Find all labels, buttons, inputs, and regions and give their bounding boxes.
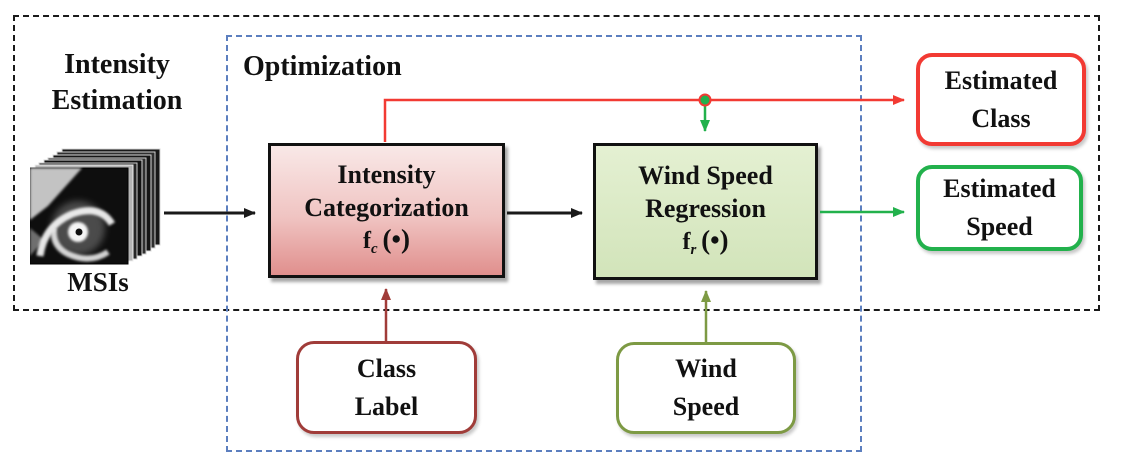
cyclone-front-face (29, 167, 129, 265)
msis-image (29, 144, 164, 268)
class-label-box: Class Label (296, 341, 477, 434)
categorization-function: fc (•) (363, 223, 410, 257)
class-label-line2: Label (354, 391, 419, 421)
estimated-speed-box: Estimated Speed (916, 165, 1083, 251)
categorization-line1: Intensity (337, 159, 436, 189)
optimization-region-border (226, 35, 862, 452)
cyclone-image-stack (29, 148, 161, 265)
intensity-estimation-label-line1: Intensity (64, 49, 170, 80)
intensity-estimation-label: Intensity Estimation (13, 47, 221, 119)
estimated-speed-line1: Estimated (943, 174, 1056, 203)
intensity-estimation-label-line2: Estimation (51, 85, 183, 116)
estimated-class-line2: Class (971, 103, 1031, 133)
regression-line2: Regression (645, 193, 766, 223)
regression-function: fr (•) (682, 224, 729, 258)
intensity-estimation-region-border (13, 15, 1100, 311)
optimization-label: Optimization (243, 51, 402, 82)
intensity-categorization-box: Intensity Categorization fc (•) (268, 143, 505, 278)
msis-label: MSIs (67, 267, 129, 297)
wind-speed-line1: Wind (675, 354, 737, 383)
regression-line1: Wind Speed (638, 160, 773, 190)
wind-speed-line2: Speed (672, 392, 740, 421)
estimated-class-line1: Estimated (944, 65, 1058, 95)
wind-speed-box: Wind Speed (616, 342, 796, 434)
class-label-line1: Class (356, 353, 417, 383)
estimated-class-box: Estimated Class (916, 53, 1086, 146)
wind-speed-regression-box: Wind Speed Regression fr (•) (593, 143, 818, 280)
estimated-speed-line2: Speed (966, 212, 1033, 241)
categorization-line2: Categorization (304, 192, 469, 222)
